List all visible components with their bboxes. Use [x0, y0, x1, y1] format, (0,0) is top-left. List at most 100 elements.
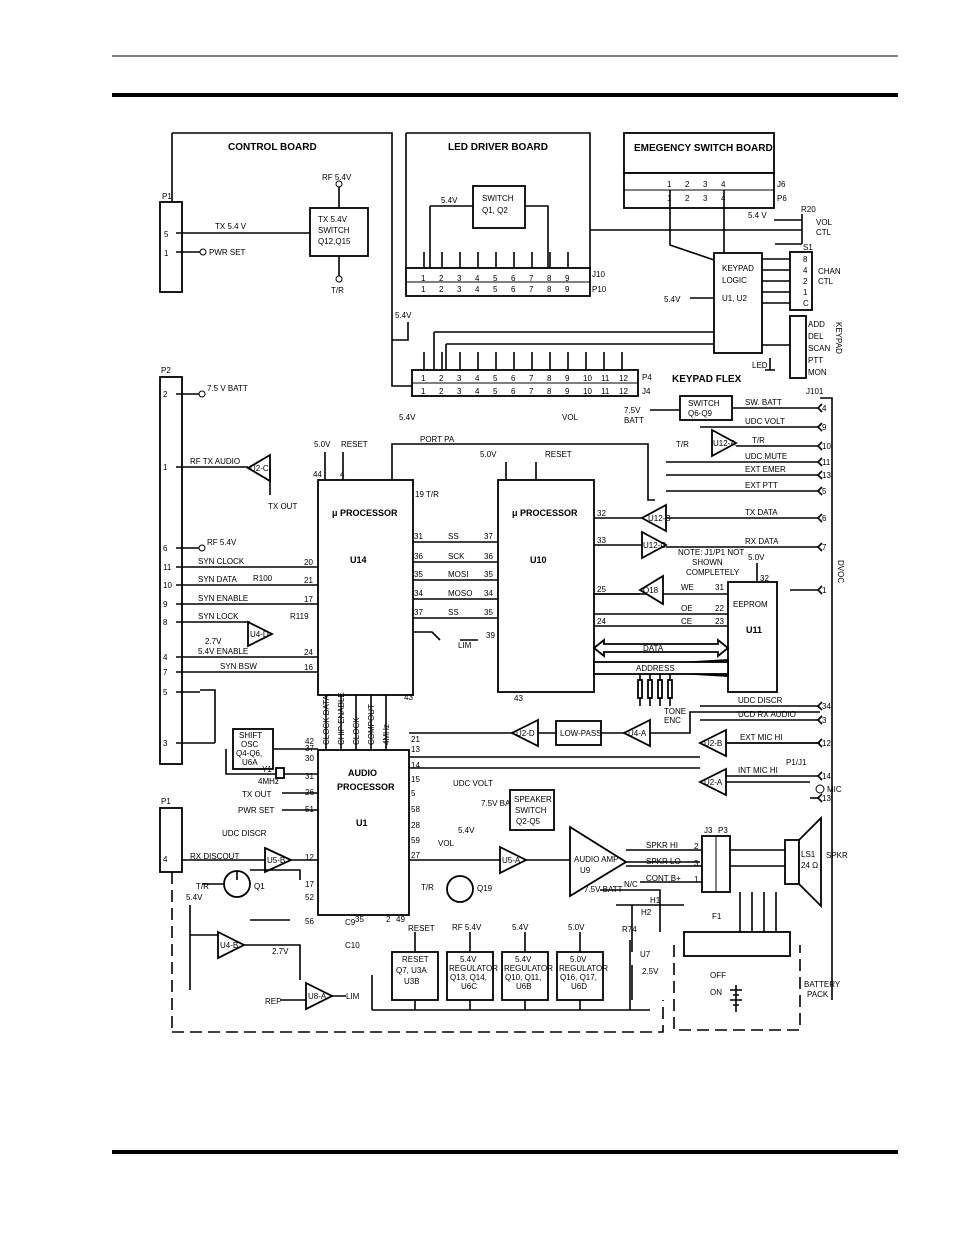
u12b-amp — [640, 503, 667, 533]
tx54-switch-l2: SWITCH — [318, 226, 350, 235]
speaker-wiring — [626, 849, 785, 883]
eeprom-50v: 5.0V — [748, 553, 765, 562]
u1-right-pin-8: 27 — [411, 851, 420, 860]
j101-arrow-7 — [816, 542, 823, 552]
u7-label: U7 — [640, 950, 651, 959]
p10-pin-7: 7 — [529, 285, 534, 294]
spkr-hi-label: SPKR HI — [646, 841, 678, 850]
u2c-label: U2-C — [250, 464, 269, 473]
note-l3: COMPLETELY — [686, 568, 740, 577]
p2-pin-4: 4 — [163, 653, 168, 662]
u1-left-pin-9: 56 — [305, 917, 314, 926]
q19-tr: T/R — [421, 883, 434, 892]
u1-pwr-set: PWR SET — [238, 806, 275, 815]
j4-pin-7: 7 — [529, 387, 534, 396]
cont-bplus-label: CONT B+ — [646, 874, 681, 883]
reg2-l1: 5.4V — [515, 955, 532, 964]
tone-resistor-2 — [657, 679, 663, 699]
audio-amp-wiring — [409, 859, 700, 863]
speaker-magnet — [784, 839, 800, 885]
r20-label: R20 — [801, 205, 816, 214]
flex-54v: 5.4V — [395, 311, 412, 320]
p1-pin5: 5 — [164, 230, 169, 239]
led-board-title: LED DRIVER BOARD — [448, 142, 548, 153]
lim-label: LIM — [346, 992, 360, 1001]
u10-right-pin-2: 25 — [597, 585, 606, 594]
j10-pin-1: 1 — [421, 274, 426, 283]
eeprom-title: EEPROM — [733, 600, 768, 609]
bus-signal-0: SS — [448, 532, 459, 541]
j4-pin-4: 4 — [475, 387, 480, 396]
u4a-label: U4-A — [628, 729, 647, 738]
p2-signal-11: SYN CLOCK — [198, 557, 245, 566]
battery-cells — [730, 985, 742, 1012]
reg1-l3: Q13, Q14, — [450, 973, 487, 982]
j101-spine — [820, 397, 833, 1000]
p1-label: P1 — [162, 192, 172, 201]
lower-27v: 2.7V — [272, 947, 289, 956]
control-board-title: CONTROL BOARD — [228, 142, 317, 153]
u4d-label: U4-D — [250, 630, 269, 639]
j4-pin-9: 9 — [565, 387, 570, 396]
u10-right-pin-3: 24 — [597, 617, 606, 626]
reg2-out: 5.4V — [512, 923, 529, 932]
keypad-key-scan: SCAN — [808, 344, 830, 353]
u10-bus-pin-4: 35 — [484, 608, 493, 617]
j101-signal-9: UDC DISCR — [738, 696, 783, 705]
low-pass-label: LOW-PASS — [560, 729, 602, 738]
p2-pin-2: 2 — [163, 390, 168, 399]
p4-pin-9: 9 — [565, 374, 570, 383]
note-l1: NOTE: J1/P1 NOT — [678, 548, 744, 557]
tone-enc-l2: ENC — [664, 716, 681, 725]
j101-pin-7: 7 — [822, 543, 827, 552]
u8a-label: U8-A — [308, 992, 327, 1001]
regulator-bus — [372, 940, 650, 1011]
u1-pin35: 35 — [355, 915, 364, 924]
nc-label: N/C — [624, 880, 638, 889]
spk-switch-l2: SWITCH — [515, 806, 547, 815]
j101-pin-12: 14 — [822, 772, 831, 781]
u5b-label: U5-B — [267, 856, 285, 865]
j4-pin-5: 5 — [493, 387, 498, 396]
j10-pin-5: 5 — [493, 274, 498, 283]
j3-pin3: 3 — [694, 859, 699, 868]
control-board-bottom-dash — [172, 1000, 664, 1033]
p2-connector — [159, 376, 183, 765]
p6-pin-3: 3 — [703, 194, 708, 203]
r100-label: R100 — [253, 574, 273, 583]
u14-reset: RESET — [341, 440, 368, 449]
u4b-label: U4-B — [220, 941, 238, 950]
j4-54v: 5.4V — [399, 413, 416, 422]
kl-54v: 5.4V — [664, 295, 681, 304]
j101-pin-8: 1 — [822, 586, 827, 595]
u14-id: U14 — [350, 555, 367, 565]
reg1-l1: 5.4V — [460, 955, 477, 964]
led-switch-l2: Q1, Q2 — [482, 206, 508, 215]
u10-right-wires — [594, 517, 642, 595]
p2-pin-3: 3 — [163, 739, 168, 748]
eeprom-pin31: 31 — [715, 583, 724, 592]
keypad-logic-l3: U1, U2 — [722, 294, 747, 303]
control-board-outline-top — [172, 132, 412, 387]
mic-amp-wiring — [409, 742, 820, 783]
p2-signal-1: RF TX AUDIO — [190, 457, 240, 466]
p10-pin-9: 9 — [565, 285, 570, 294]
u10-power — [505, 462, 537, 480]
spk-switch-l3: Q2-Q5 — [516, 817, 541, 826]
p2-pin-11: 11 — [163, 563, 172, 572]
p4-pin-4: 4 — [475, 374, 480, 383]
u12c-label: U12-C — [643, 541, 666, 550]
u1-left-pin-6: 12 — [305, 853, 314, 862]
s1-pin-8: 8 — [803, 255, 808, 264]
lim-route — [413, 631, 478, 641]
p2-signal-9: SYN ENABLE — [198, 594, 248, 603]
reg1-out: RF 5.4V — [452, 923, 482, 932]
u1-udc-volt: UDC VOLT — [453, 779, 493, 788]
eeprom-id: U11 — [746, 625, 762, 635]
p4-pin-7: 7 — [529, 374, 534, 383]
sw-switch-l2: Q6-Q9 — [688, 409, 713, 418]
speaker-l2: 24 Ω — [801, 861, 818, 870]
j101-signal-12: INT MIC HI — [738, 766, 778, 775]
